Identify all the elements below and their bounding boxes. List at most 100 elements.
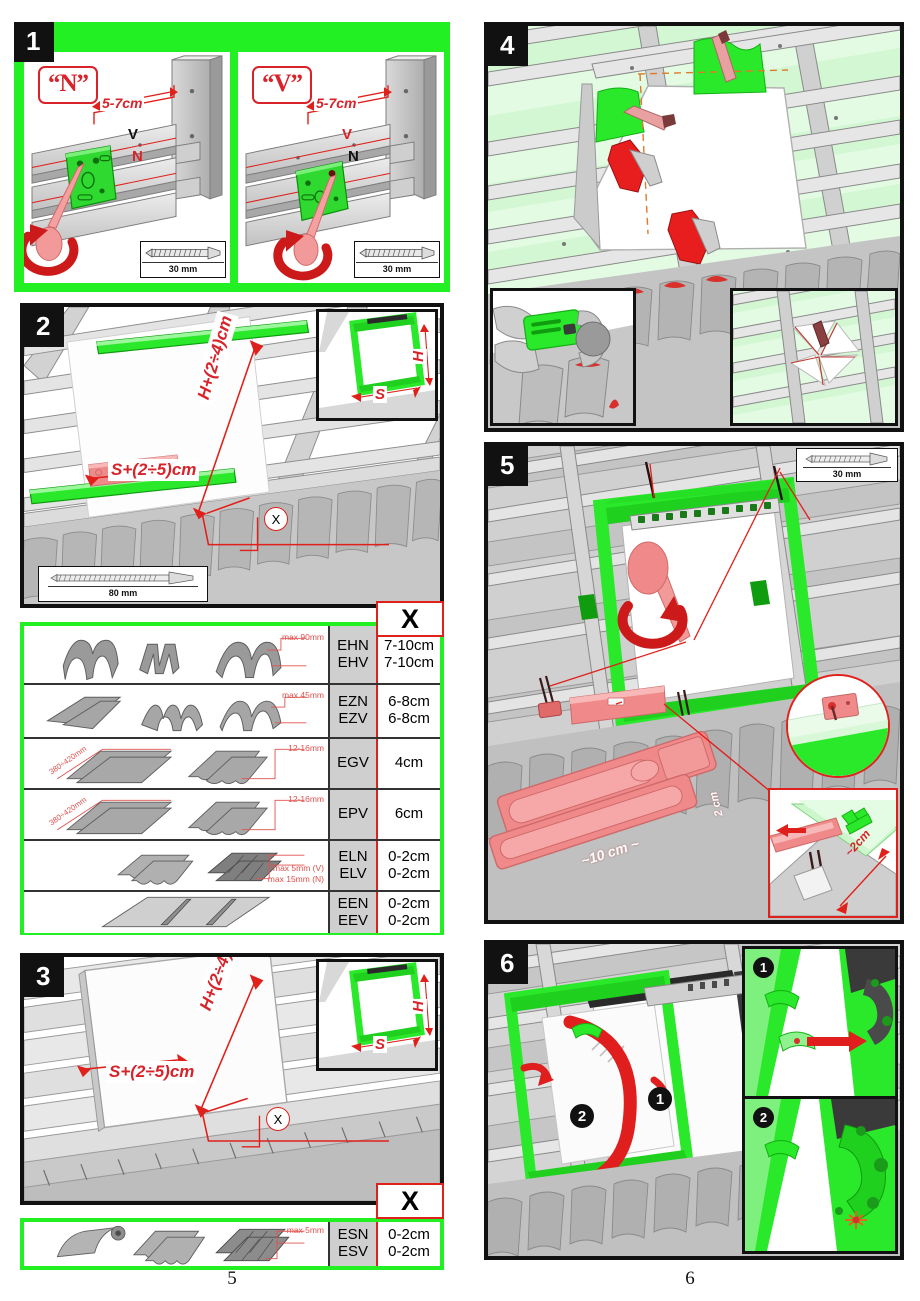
step-2-frame-inset: S H [316,309,438,421]
code-line: EEN [337,894,369,912]
value-line: 0-2cm [388,1243,430,1260]
step-2-inset-height-label: H [409,349,427,364]
profile-cell: max 45mm [24,685,328,737]
max-label: max 45mm [281,690,324,700]
step-1-tag-n: “N” [38,66,99,104]
profile-cell: max 90mm [24,626,328,683]
step-6-motion-marker-2: 2 [570,1104,594,1128]
step-1-distance-v: 5-7cm [314,95,359,111]
value-line: 6-8cm [388,693,430,711]
profile-code: ELN ELV [328,841,376,890]
tile-profile-table: max 90mm EHN EHV 7-10cm 7-10cm [20,622,444,935]
step-1-screw-scale-n: 30 mm [140,241,226,278]
table-row: EEN EEV 0-2cm 0-2cm [24,892,440,933]
step-1-variant-n: “N” 5-7cm V N [22,50,232,285]
step-2-width-dim: S+(2÷5)cm [108,459,200,481]
value-line: 4cm [394,754,424,772]
step-1-screw-length-v: 30 mm [382,264,412,274]
step-1-batten-v-v: V [342,126,353,143]
bracket-detail-illustration [788,676,888,776]
table-row: max 45mm EZN EZV 6-8cm 6-8cm [24,685,440,739]
angle-grinder-illustration [493,291,633,423]
step-3-width-dim: S+(2÷5)cm [106,1061,198,1083]
code-line: EEV [337,911,368,929]
profile-code: EHN EHV [328,626,376,683]
step-5-badge: 5 [488,446,529,486]
flat-slab-tile-icon: 380÷420mm [47,795,305,836]
table-row: 380÷420mm 12-16mm EPV 6cm [24,790,440,841]
value-line: 7-10cm [383,636,435,654]
value-line: 6cm [394,805,424,823]
screw-icon [805,452,888,465]
value-line: 0-2cm [388,911,430,929]
step-5-panel: 5 30 mm [484,442,904,924]
value-line: 0-2cm [388,847,430,865]
step-1-panel: 1 [14,22,450,292]
value-line: 0-2cm [388,894,430,912]
max-label: max 5mm [286,1225,324,1235]
high-profile-tile-icon [62,637,307,681]
step-6-panel: 6 1 2 1 [484,940,904,1260]
standing-seam-sheet-icon [100,896,271,928]
step-1-body: “N” 5-7cm V N [14,44,450,292]
step-6-detail-1-inset: 1 [742,946,898,1104]
step-6-detail-1-badge: 1 [753,957,774,978]
step-3-panel: 3 S+(2÷5)cm H+(2÷4)cm X [20,953,444,1205]
code-line: ELV [339,864,367,882]
step-2-screw-length: 80 mm [108,587,138,598]
max-label-secondary: max 15mm (N) [267,874,324,884]
step-1-tag-v: “V” [252,66,313,104]
step-1-batten-v-n: V [128,126,139,143]
right-page-number: 6 [685,1268,695,1289]
max-label: 12-16mm [288,794,324,804]
table-2-x-header: X [376,601,444,637]
profile-cell: max 5mm [24,1222,328,1266]
frame-inset-illustration [319,312,435,418]
step-4-panel: 4 [484,22,904,432]
code-line: EPV [337,805,368,823]
step-3-frame-inset: S H [316,959,438,1071]
table-row: max 90mm EHN EHV 7-10cm 7-10cm [24,626,440,685]
max-label: max 5mm (V) [273,863,324,873]
step-4-grinder-inset [490,288,636,426]
x-value: 0-2cm 0-2cm [376,1222,440,1266]
membrane-cross-cut-illustration [733,291,895,423]
x-value: 6cm [376,790,440,839]
value-line: 0-2cm [388,864,430,882]
code-line: EHN [337,636,369,654]
step-2-screw-scale: 80 mm [38,566,208,602]
step-1-screw-scale-v: 30 mm [354,241,440,278]
max-label: 12-16mm [288,743,324,753]
step-4-badge: 4 [488,26,529,66]
step-1-n-illustration [24,52,230,283]
step-2-inset-width-label: S [373,386,388,403]
code-line: EZV [338,710,368,727]
profile-code: ESN ESV [328,1222,376,1266]
step-2-badge: 2 [24,307,65,347]
slate-shingle-icon [116,852,305,885]
code-line: EHV [337,653,369,671]
screw-icon [50,571,194,584]
code-line: EGV [337,754,369,772]
table-3-x-header: X [376,1183,444,1219]
step-5-bracket-detail-circle [786,674,890,778]
step-1-batten-n-n: N [132,148,143,165]
profile-cell [24,892,328,933]
profile-code: EEN EEV [328,892,376,933]
code-line: ELN [338,847,368,865]
x-value: 0-2cm 0-2cm [376,892,440,933]
step-1-screw-length-n: 30 mm [168,264,198,274]
screw-icon [145,246,221,260]
code-line: ESN [337,1226,369,1244]
step-5-offset-detail-inset: ~2cm [768,788,898,918]
x-value: 0-2cm 0-2cm [376,841,440,890]
profile-cell: max 5mm (V) max 15mm (N) [24,841,328,890]
profile-cell: 380÷420mm 12-16mm [24,739,328,788]
step-6-motion-marker-1: 1 [648,1087,672,1111]
profile-cell: 380÷420mm 12-16mm [24,790,328,839]
screw-icon [359,246,435,260]
x-value: 6-8cm 6-8cm [376,685,440,737]
step-3-x-marker: X [266,1107,290,1131]
step-2-x-marker: X [264,507,288,531]
